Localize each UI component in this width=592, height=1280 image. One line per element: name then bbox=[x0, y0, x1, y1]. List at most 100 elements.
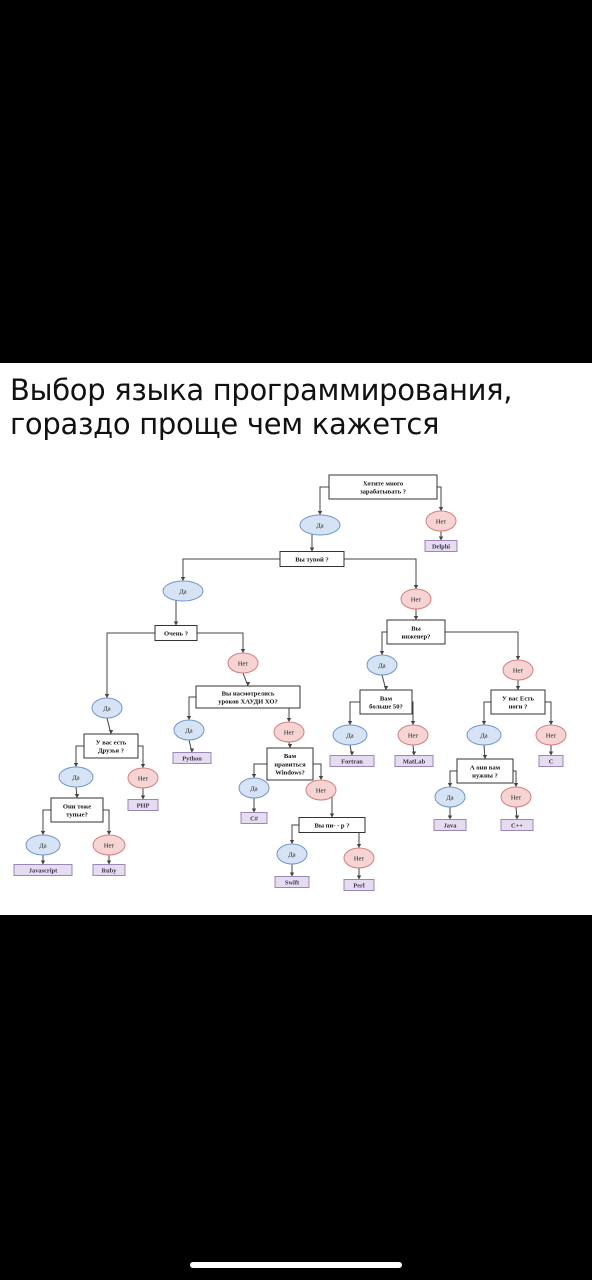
yes-bubble-a-friends-yes: Да bbox=[58, 766, 94, 788]
arrowhead bbox=[548, 751, 554, 756]
edge-q_engineer-to-a_engineer_no bbox=[445, 631, 519, 660]
node-label: Нет bbox=[511, 794, 521, 801]
edge-q_money-to-a_money_yes bbox=[319, 486, 329, 515]
node-label: Нет bbox=[104, 842, 114, 849]
yes-bubble-a-legs-yes: Да bbox=[466, 724, 502, 746]
yes-bubble-a-need-yes: Да bbox=[434, 786, 466, 808]
node-label: Perl bbox=[353, 882, 365, 889]
no-bubble-a-need-no: Нет bbox=[500, 786, 532, 808]
arrowhead bbox=[347, 721, 353, 725]
arrowhead bbox=[438, 536, 444, 541]
no-bubble-a-over50-no: Нет bbox=[397, 724, 429, 746]
node-label: Да bbox=[288, 851, 295, 858]
node-label: C++ bbox=[511, 822, 523, 829]
arrowhead bbox=[140, 795, 146, 800]
no-bubble-a-stupid-no: Нет bbox=[400, 588, 432, 610]
question-box-q-pidor: Вы пи- - р ? bbox=[298, 817, 366, 833]
language-box-l-ruby: Ruby bbox=[92, 864, 126, 876]
no-bubble-a-howdy-no: Нет bbox=[273, 721, 305, 743]
arrowhead bbox=[108, 730, 114, 734]
yes-bubble-a-windows-yes: Да bbox=[238, 777, 270, 799]
language-box-l-java: Java bbox=[433, 819, 467, 831]
title-line-2: гораздо проще чем кажется bbox=[10, 407, 440, 441]
node-label: зарабатывать ? bbox=[360, 489, 406, 496]
node-label: Да bbox=[39, 842, 46, 849]
arrowhead bbox=[309, 547, 315, 552]
arrowhead bbox=[383, 686, 389, 690]
node-label: Да bbox=[378, 662, 385, 669]
node-label: Fortran bbox=[341, 758, 363, 765]
node-label: Нет bbox=[513, 667, 523, 674]
node-label: Вы тупой ? bbox=[295, 556, 328, 563]
yes-bubble-a-stupid-yes: Да bbox=[162, 580, 204, 602]
node-label: Нет bbox=[546, 732, 556, 739]
node-label: тупые? bbox=[66, 812, 88, 819]
meme-title: Выбор языка программирования, гораздо пр… bbox=[10, 373, 513, 441]
node-label: Да bbox=[480, 732, 487, 739]
arrowhead bbox=[245, 682, 251, 686]
node-label: MatLab bbox=[403, 758, 426, 765]
node-label: Да bbox=[185, 727, 192, 734]
yes-bubble-a-pidor-yes: Да bbox=[276, 843, 308, 865]
node-label: Ruby bbox=[102, 867, 118, 874]
no-bubble-a-money-no: Нет bbox=[425, 510, 457, 532]
home-indicator[interactable] bbox=[190, 1262, 402, 1268]
arrowhead bbox=[104, 694, 110, 698]
yes-bubble-a-over50-yes: Да bbox=[332, 724, 368, 746]
node-label: Java bbox=[444, 822, 458, 829]
node-label: Windows? bbox=[275, 770, 305, 777]
edge-q_they_stupid-to-a_they_yes bbox=[42, 809, 51, 835]
node-label: Нет bbox=[411, 596, 421, 603]
question-box-q-stupid: Вы тупой ? bbox=[279, 551, 345, 567]
arrowhead bbox=[74, 794, 80, 798]
node-label: Нет bbox=[238, 660, 248, 667]
edge-q_need-to-a_need_yes bbox=[449, 770, 457, 787]
node-label: Delphi bbox=[432, 543, 450, 550]
arrowhead bbox=[481, 721, 487, 725]
node-label: Нет bbox=[408, 732, 418, 739]
edge-q_money-to-a_money_no bbox=[437, 486, 442, 511]
node-label: Да bbox=[179, 588, 186, 595]
edge-q_need-to-a_need_no bbox=[513, 770, 517, 787]
no-bubble-a-windows-no: Нет bbox=[305, 779, 337, 801]
arrowhead bbox=[349, 751, 355, 756]
question-box-q-engineer: Вы инженер? bbox=[386, 619, 446, 645]
edge-q_very-to-a_very_no bbox=[197, 632, 244, 653]
arrowhead bbox=[515, 656, 521, 660]
no-bubble-a-they-no: Нет bbox=[92, 834, 126, 856]
arrowhead bbox=[140, 764, 146, 768]
node-label: Вы bbox=[411, 625, 421, 632]
language-box-l-delphi: Delphi bbox=[424, 540, 458, 552]
node-label: C# bbox=[250, 815, 259, 822]
arrowhead bbox=[318, 776, 324, 780]
node-label: Нет bbox=[138, 775, 148, 782]
node-label: А они вам bbox=[470, 764, 501, 771]
node-label: Нет bbox=[284, 729, 294, 736]
language-box-l-js: Javascript bbox=[13, 864, 73, 876]
arrowhead bbox=[289, 840, 295, 844]
node-label: Python bbox=[182, 755, 202, 762]
edge-q_friends-to-a_friends_no bbox=[138, 745, 144, 768]
node-label: больше 50? bbox=[369, 704, 403, 711]
no-bubble-a-very-no: Нет bbox=[227, 652, 259, 674]
node-label: ноги ? bbox=[509, 704, 528, 711]
node-label: Нет bbox=[316, 787, 326, 794]
no-bubble-a-engineer-no: Нет bbox=[502, 659, 534, 681]
node-label: Javascript bbox=[29, 867, 58, 874]
edge-q_very-to-a_very_yes bbox=[106, 632, 155, 698]
node-label: Вам bbox=[284, 753, 297, 760]
node-label: C bbox=[549, 758, 554, 765]
no-bubble-a-pidor-no: Нет bbox=[343, 847, 375, 869]
language-box-l-cpp: C++ bbox=[500, 819, 534, 831]
edge-q_friends-to-a_friends_yes bbox=[75, 745, 84, 767]
edge-q_legs-to-a_legs_yes bbox=[483, 701, 491, 725]
node-label: Нет bbox=[436, 518, 446, 525]
node-label: Хотите много bbox=[363, 480, 404, 487]
arrowhead bbox=[548, 721, 554, 725]
no-bubble-a-friends-no: Нет bbox=[127, 767, 159, 789]
arrowhead bbox=[251, 808, 257, 813]
arrowhead bbox=[186, 716, 192, 720]
node-label: инженер? bbox=[402, 634, 431, 641]
